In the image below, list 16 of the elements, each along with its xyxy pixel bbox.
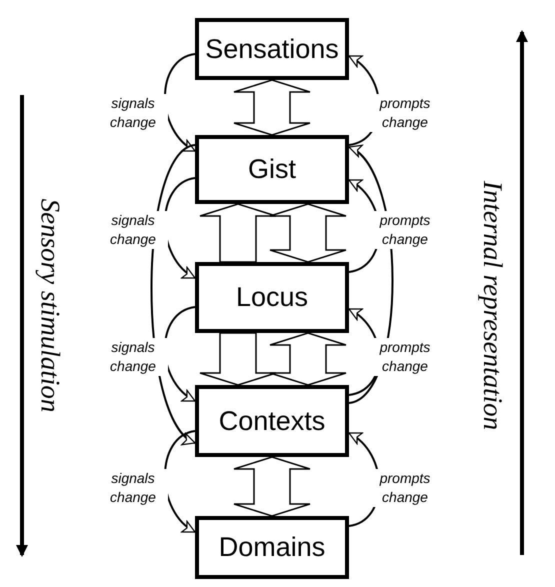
block-arrow — [233, 79, 311, 136]
block-arrow — [269, 203, 347, 263]
process-box — [195, 516, 349, 579]
block-arrow — [269, 332, 347, 386]
process-box — [195, 18, 349, 80]
process-box — [195, 135, 349, 204]
process-box — [195, 262, 349, 333]
block-arrow — [233, 456, 311, 517]
box-label: Locus — [236, 282, 308, 313]
axis-label: Internal representation — [476, 180, 508, 430]
axis-label: Sensory stimulation — [34, 198, 66, 412]
box-label: Contexts — [218, 406, 326, 436]
box-label: Sensations — [205, 34, 339, 64]
process-box — [195, 385, 349, 457]
box-label: Domains — [218, 532, 326, 563]
box-label: Gist — [248, 154, 296, 185]
